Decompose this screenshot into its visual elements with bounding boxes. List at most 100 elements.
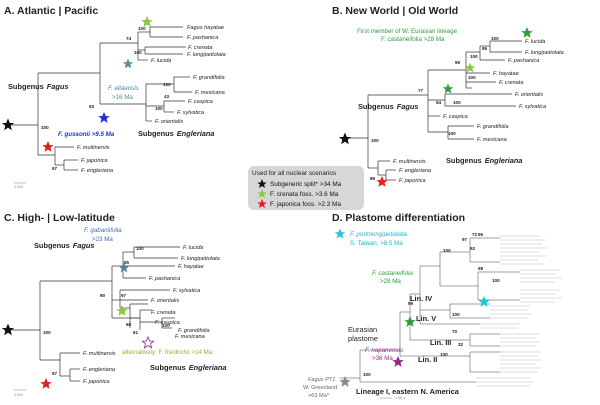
tip-b-orientalis: F. orientalis: [515, 92, 543, 98]
support-d-70: 70: [452, 329, 458, 334]
ann-castaneifolia-age: >28 Ma: [380, 278, 401, 285]
star-c-crenata-icon: [116, 305, 128, 316]
star-d-protolong-legend-icon: [334, 228, 346, 239]
support-b-100c: 100: [468, 75, 476, 80]
ann-napanensis-age: >36 Ma: [372, 355, 393, 362]
tip-a-japonica: F. japonica: [81, 158, 108, 164]
support-d-100e: 100: [363, 372, 371, 377]
ann-w-greenland: W. Greenland: [303, 385, 337, 391]
support-b-100b: 100: [470, 54, 478, 59]
support-b-95: 95: [482, 46, 488, 51]
legend-box: [248, 166, 364, 210]
support-a-74: 74: [126, 36, 132, 41]
tip-c-pashanica: F. pashanica: [149, 276, 180, 282]
star-c-root-icon: [1, 323, 15, 336]
tip-b-longipetiolata: F. longipetiolata: [525, 50, 564, 56]
star-b-root-icon: [338, 132, 352, 145]
star-b-castaneifolia-icon: [521, 27, 533, 38]
tip-b-hayatae: F. hayatae: [493, 71, 519, 77]
tip-c-grandifolia: F. grandifolia: [178, 328, 210, 334]
support-a-100d: 100: [155, 106, 163, 111]
ann-gabaniifolia: F. gabaniifolia: [84, 227, 122, 234]
support-d-100c: 100: [452, 312, 460, 317]
support-c-root: 100: [43, 330, 51, 335]
tip-a-sylvatica: F. sylvatica: [177, 110, 204, 116]
tip-c-multinervis: F. multinervis: [83, 351, 116, 357]
ann-castaneifolia: F. castaneifolia: [372, 270, 413, 277]
tip-b-multinervis: F. multinervis: [393, 159, 426, 165]
support-b-100e: 100: [448, 131, 456, 136]
star-c-japonica-icon: [40, 378, 52, 389]
support-d-100d: 100: [440, 352, 448, 357]
ann-protolongipetiolata-loc: S. Taiwan, >8.5 Ma: [350, 240, 403, 247]
support-d-95: 95: [478, 232, 484, 237]
panel-a-tree: [12, 26, 192, 171]
ann-gussonii: F. gussonii >9.5 Ma: [58, 131, 115, 138]
tip-a-multinervis: F. multinervis: [77, 145, 110, 151]
support-c-97: 97: [121, 293, 127, 298]
ann-fagus-pt1: Fagus PT1: [308, 377, 335, 383]
tip-c-sylvatica: F. sylvatica: [173, 288, 200, 294]
support-a-100b: 100: [134, 50, 142, 55]
ann-gabaniifolia-age: >23 Ma: [92, 236, 113, 243]
ann-protolongipetiolata: F. protolongipetiolata: [350, 231, 408, 238]
tip-a-longipetiolata: F. longipetiolata: [187, 52, 226, 58]
tip-c-orientalis: F. orientalis: [151, 298, 179, 304]
ann-altaensis-age: >16 Ma: [112, 94, 133, 101]
support-d-99: 99: [408, 301, 414, 306]
panel-a-title: A. Atlantic | Pacific: [4, 5, 98, 17]
panel-b-title: B. New World | Old World: [332, 5, 458, 17]
star-a-root-icon: [1, 118, 15, 131]
tip-c-lucida: F. lucida: [183, 245, 203, 251]
label-d-lin-iii: Lin. III: [430, 338, 451, 347]
tip-c-caspica: F. caspica: [155, 320, 180, 326]
support-b-root: 100: [371, 138, 379, 143]
support-a-100a: 100: [138, 26, 146, 31]
tip-c-engleriana: F. engleriana: [83, 367, 115, 373]
star-d-napanensis-icon: [392, 356, 404, 367]
star-a-gussonii-icon: [98, 112, 110, 123]
panel-c-tree: [12, 246, 180, 382]
scale-label-c: 0.001: [14, 393, 23, 397]
tip-b-lucida: F. lucida: [525, 39, 545, 45]
tip-c-crenata: F. crenata: [151, 310, 175, 316]
support-a-97: 97: [52, 166, 58, 171]
label-d-lin-ii: Lin. II: [418, 355, 437, 364]
ann-eurasian-line1: First member of W. Eurasian lineage: [357, 28, 458, 35]
support-c-100a: 100: [136, 246, 144, 251]
panel-d-accession-lines: [476, 235, 562, 387]
panel-d-accession-clusters: [502, 234, 550, 264]
tip-a-mexicana: F. mexicana: [195, 90, 225, 96]
ann-pt1-age: >63 Ma*: [308, 393, 330, 399]
support-d-98: 98: [478, 266, 484, 271]
support-a-root: 100: [41, 125, 49, 130]
scale-label-a: 0.003: [14, 185, 23, 189]
tip-c-longipetiolata: F. longipetiolata: [181, 256, 220, 262]
support-b-94: 94: [436, 100, 442, 105]
support-b-77: 77: [418, 88, 424, 93]
legend-item-1: F. crenata foss. >3.6 Ma: [270, 191, 339, 198]
support-d-32: 32: [458, 342, 464, 347]
panel-c-title: C. High- | Low-latitude: [4, 212, 115, 224]
tip-a-hayatae: Fagus hayatae: [187, 25, 224, 31]
star-b-eurasian-icon: [442, 83, 454, 94]
tip-b-crenata: F. crenata: [499, 80, 523, 86]
legend-item-0: Subgeneric split* >34 Ma: [270, 181, 342, 188]
support-b-100d: 100: [453, 100, 461, 105]
star-c-friedrichii-icon: [141, 336, 155, 349]
tip-b-caspica: F. caspica: [443, 114, 468, 120]
tip-a-grandifolia: F. grandifolia: [193, 75, 225, 81]
support-a-93: 93: [89, 104, 95, 109]
legend-item-2: F. japonica foss. >2.3 Ma: [270, 201, 341, 208]
tip-b-grandifolia: F. grandifolia: [477, 124, 509, 130]
support-c-68: 68: [126, 322, 132, 327]
tip-a-lucida: F. lucida: [151, 58, 171, 64]
panel-a: A. Atlantic | Pacific: [1, 5, 226, 189]
tip-a-caspica: F. caspica: [188, 99, 213, 105]
tip-b-sylvatica: F. sylvatica: [519, 104, 546, 110]
support-b-99: 99: [455, 60, 461, 65]
support-b-100a: 100: [491, 36, 499, 41]
panel-c: C. High- | Low-latitude: [1, 212, 227, 397]
